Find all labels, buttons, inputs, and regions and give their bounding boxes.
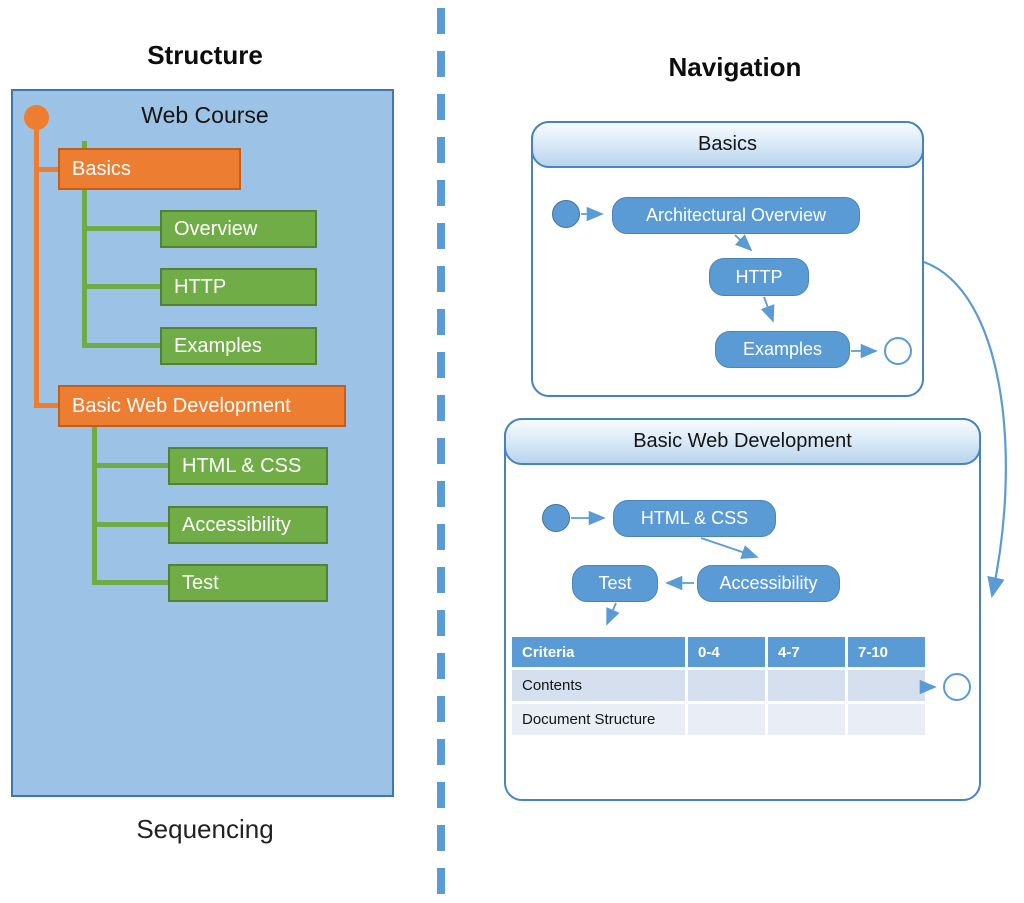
- tree-branch-stub-bwd: [36, 403, 61, 408]
- state-test: Test: [572, 565, 658, 602]
- tree-trunk-line: [34, 117, 39, 408]
- basics-state-panel-header: Basics: [531, 121, 924, 168]
- dashed-divider-line: [437, 8, 445, 898]
- stub-test: [94, 580, 170, 585]
- table-header-criteria: Criteria: [512, 637, 685, 667]
- table-cell-empty: [848, 704, 925, 735]
- stub-accessibility: [94, 522, 170, 527]
- table-row-document-structure-label: Document Structure: [512, 704, 685, 735]
- leaf-html-css: HTML & CSS: [168, 447, 328, 485]
- table-cell-empty: [848, 670, 925, 701]
- state-architectural-overview: Architectural Overview: [612, 197, 860, 234]
- table-header-4-7: 4-7: [768, 637, 845, 667]
- sequencing-caption: Sequencing: [136, 814, 274, 844]
- table-row-contents-label: Contents: [512, 670, 685, 701]
- table-header-7-10: 7-10: [848, 637, 925, 667]
- state-accessibility: Accessibility: [697, 565, 840, 602]
- stub-htmlcss: [94, 463, 170, 468]
- table-header-0-4: 0-4: [688, 637, 765, 667]
- end-state-icon: [943, 673, 971, 701]
- basics-children-line: [82, 141, 87, 348]
- structure-panel: [11, 89, 394, 797]
- state-html-css: HTML & CSS: [613, 500, 776, 537]
- tree-branch-stub-basics: [36, 167, 60, 172]
- leaf-accessibility: Accessibility: [168, 506, 328, 544]
- branch-basic-web-development: Basic Web Development: [58, 385, 346, 427]
- table-cell-empty: [768, 704, 845, 735]
- start-state-icon: [552, 200, 580, 228]
- leaf-http: HTTP: [160, 268, 317, 306]
- branch-basics: Basics: [58, 148, 241, 190]
- tree-root-circle-icon: [24, 105, 49, 130]
- start-state-icon: [542, 504, 570, 532]
- structure-heading: Structure: [147, 40, 263, 70]
- stub-overview: [84, 226, 162, 231]
- web-course-title: Web Course: [141, 102, 269, 128]
- bwd-state-panel-header: Basic Web Development: [504, 418, 981, 465]
- end-state-icon: [884, 337, 912, 365]
- table-cell-empty: [688, 704, 765, 735]
- bwd-state-panel: [504, 418, 981, 801]
- stub-examples: [84, 343, 162, 348]
- table-cell-empty: [688, 670, 765, 701]
- table-cell-empty: [768, 670, 845, 701]
- state-examples: Examples: [715, 331, 850, 368]
- criteria-table: Criteria 0-4 4-7 7-10 Contents Document …: [512, 637, 925, 735]
- leaf-test: Test: [168, 564, 328, 602]
- leaf-examples: Examples: [160, 327, 317, 365]
- navigation-heading: Navigation: [668, 52, 802, 82]
- stub-http: [84, 284, 162, 289]
- bwd-children-line: [92, 427, 97, 585]
- state-http: HTTP: [709, 258, 809, 296]
- leaf-overview: Overview: [160, 210, 317, 248]
